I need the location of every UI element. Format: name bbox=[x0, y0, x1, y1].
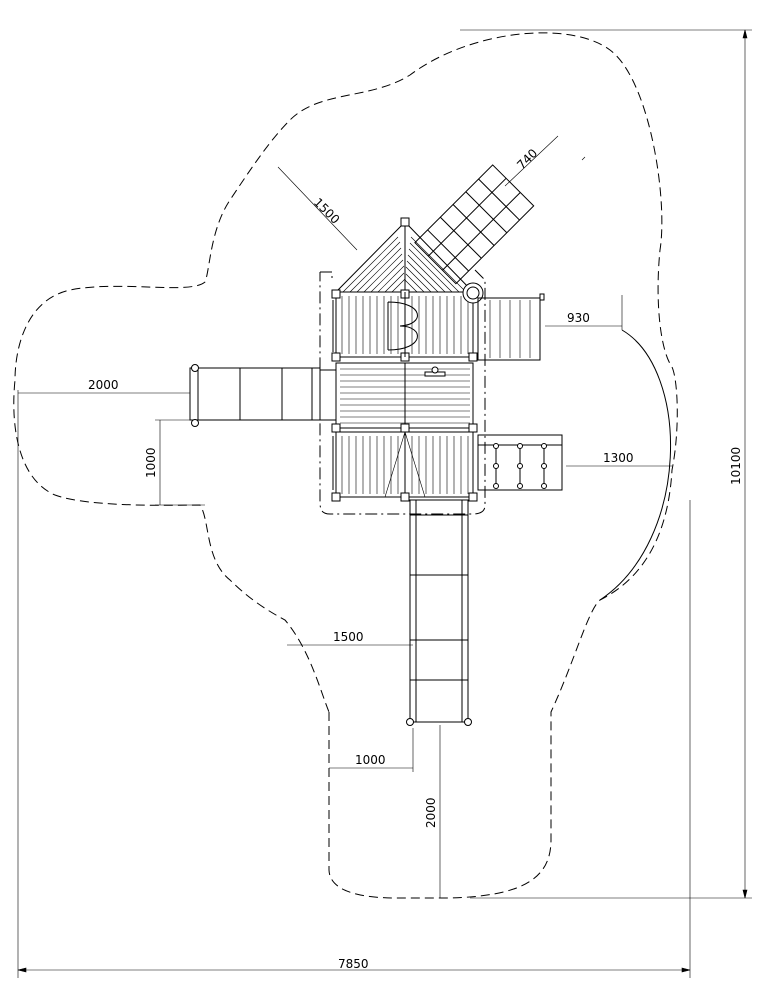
left-slide bbox=[189, 364, 337, 427]
dim-overall-width: 7850 bbox=[338, 957, 369, 971]
dim-left-slide-clearance: 2000 bbox=[88, 378, 119, 392]
dim-roof-clearance: 1500 bbox=[311, 195, 342, 226]
climbing-net bbox=[414, 164, 535, 285]
ladder bbox=[477, 434, 563, 491]
dim-main-slide-half-width: 1000 bbox=[355, 753, 386, 767]
dimension-lines bbox=[17, 29, 752, 978]
main-slide bbox=[406, 499, 472, 726]
ramp bbox=[477, 293, 545, 361]
dim-overall-height: 10100 bbox=[729, 447, 743, 485]
dim-ladder-clearance: 1300 bbox=[603, 451, 634, 465]
lower-deck bbox=[331, 300, 478, 502]
dim-main-slide-side: 1500 bbox=[333, 630, 364, 644]
middle-deck bbox=[331, 362, 478, 433]
steering-wheel-icon bbox=[462, 282, 484, 304]
safety-zone-outline bbox=[13, 32, 678, 899]
dim-left-slide-width: 1000 bbox=[144, 447, 158, 478]
dim-ramp-clearance: 930 bbox=[567, 311, 590, 325]
tower-roof bbox=[335, 217, 474, 293]
dim-climbing-net: 740 bbox=[514, 146, 540, 172]
structure-footprint bbox=[319, 269, 486, 515]
upper-deck bbox=[331, 289, 478, 362]
dim-main-slide-end: 2000 bbox=[424, 797, 438, 828]
